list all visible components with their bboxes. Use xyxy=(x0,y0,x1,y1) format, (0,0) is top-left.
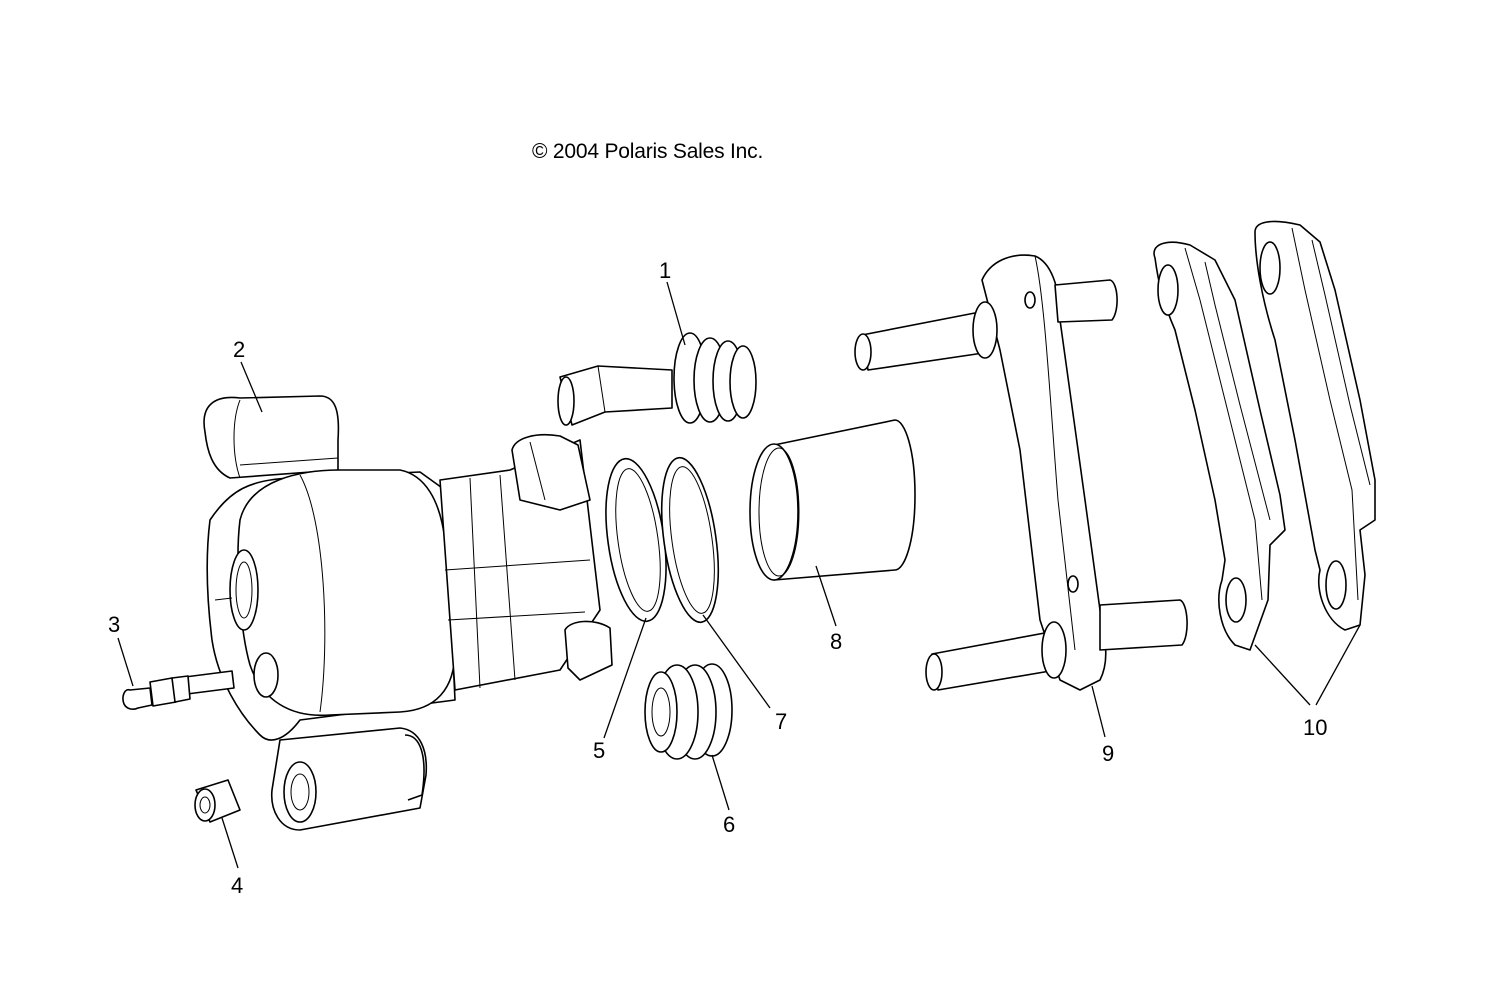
leader-lines xyxy=(117,281,1361,869)
brake-pad-outer xyxy=(1254,220,1376,631)
guide-pin-upper xyxy=(557,332,757,426)
bushing xyxy=(194,779,241,823)
callout-5: 5 xyxy=(593,738,605,763)
bleeder-screw xyxy=(122,670,235,710)
copyright-notice: © 2004 Polaris Sales Inc. xyxy=(532,140,764,163)
callout-numbers: 1 2 3 4 5 6 7 8 9 10 xyxy=(108,258,1327,898)
callout-4: 4 xyxy=(231,873,243,898)
callout-7: 7 xyxy=(775,709,787,734)
caliper-bracket xyxy=(854,254,1188,691)
callout-6: 6 xyxy=(723,812,735,837)
dust-boot xyxy=(644,663,733,760)
callout-1: 1 xyxy=(659,258,671,283)
caliper-body xyxy=(203,395,613,831)
piston xyxy=(749,419,916,581)
callout-3: 3 xyxy=(108,612,120,637)
callout-8: 8 xyxy=(830,629,842,654)
callout-2: 2 xyxy=(233,337,245,362)
seal-ring-7 xyxy=(660,456,720,624)
callout-9: 9 xyxy=(1102,741,1114,766)
callout-10: 10 xyxy=(1303,715,1327,740)
brake-pad-inner xyxy=(1153,241,1286,651)
seal-ring-5 xyxy=(605,457,667,623)
